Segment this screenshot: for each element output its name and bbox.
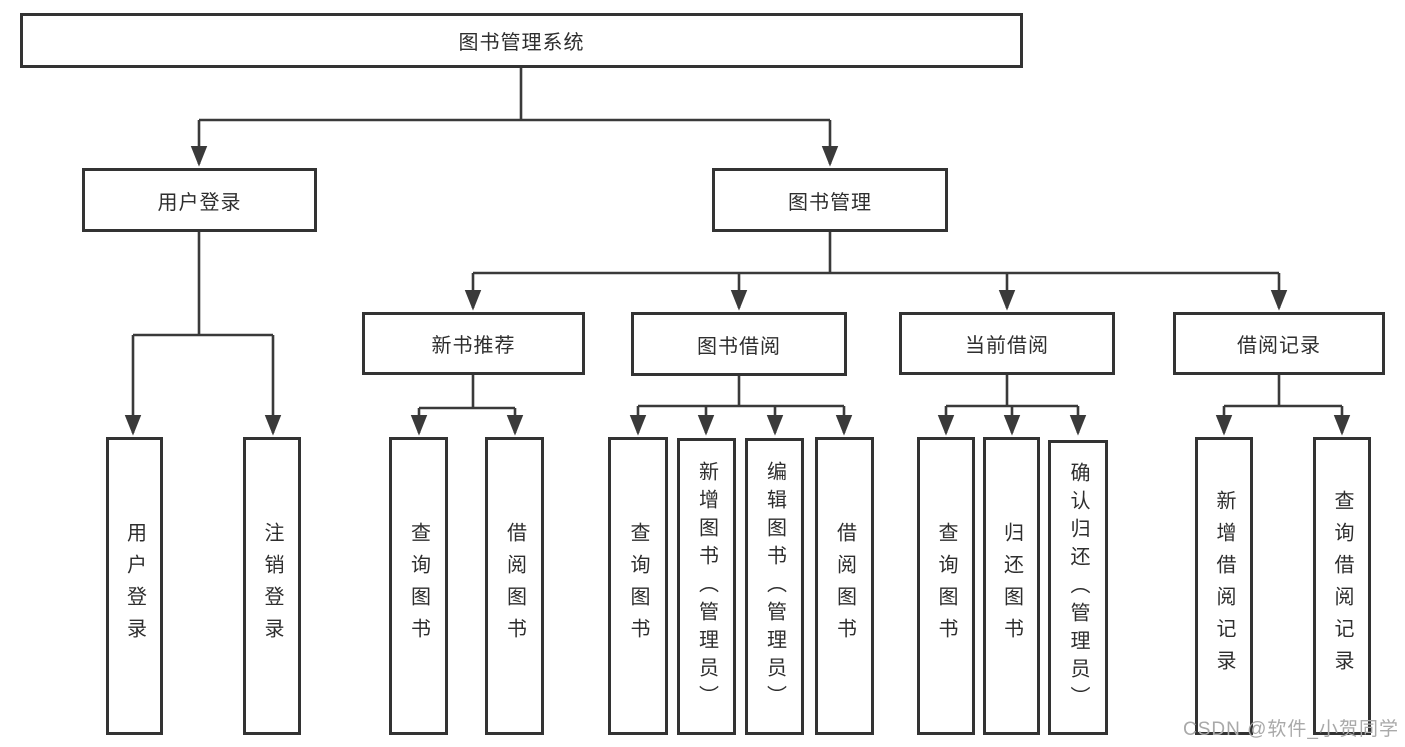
csdn-watermark: CSDN @软件_小贺同学 [1183,719,1399,740]
leaf-borrow-books-borrowing: 借阅图书 [815,437,874,735]
node-borrowing-records: 借阅记录 [1173,312,1385,375]
node-current-borrowing: 当前借阅 [899,312,1115,375]
node-library-system: 图书管理系统 [20,13,1023,68]
node-book-borrowing: 图书借阅 [631,312,847,376]
leaf-return-books: 归还图书 [983,437,1040,735]
node-user-login: 用户登录 [82,168,317,232]
leaf-confirm-return-admin: 确认归还（管理员） [1048,440,1108,735]
leaf-edit-book-admin: 编辑图书（管理员） [745,438,804,735]
leaf-borrow-books-recommend: 借阅图书 [485,437,544,735]
leaf-query-borrow-record: 查询借阅记录 [1313,437,1371,735]
leaf-query-books-borrowing: 查询图书 [608,437,668,735]
node-new-book-recommend: 新书推荐 [362,312,585,375]
leaf-logout: 注销登录 [243,437,301,735]
leaf-user-login: 用户登录 [106,437,163,735]
leaf-query-books-current: 查询图书 [917,437,975,735]
leaf-add-book-admin: 新增图书（管理员） [677,438,736,735]
leaf-add-borrow-record: 新增借阅记录 [1195,437,1253,735]
node-book-management: 图书管理 [712,168,948,232]
leaf-query-books-recommend: 查询图书 [389,437,448,735]
